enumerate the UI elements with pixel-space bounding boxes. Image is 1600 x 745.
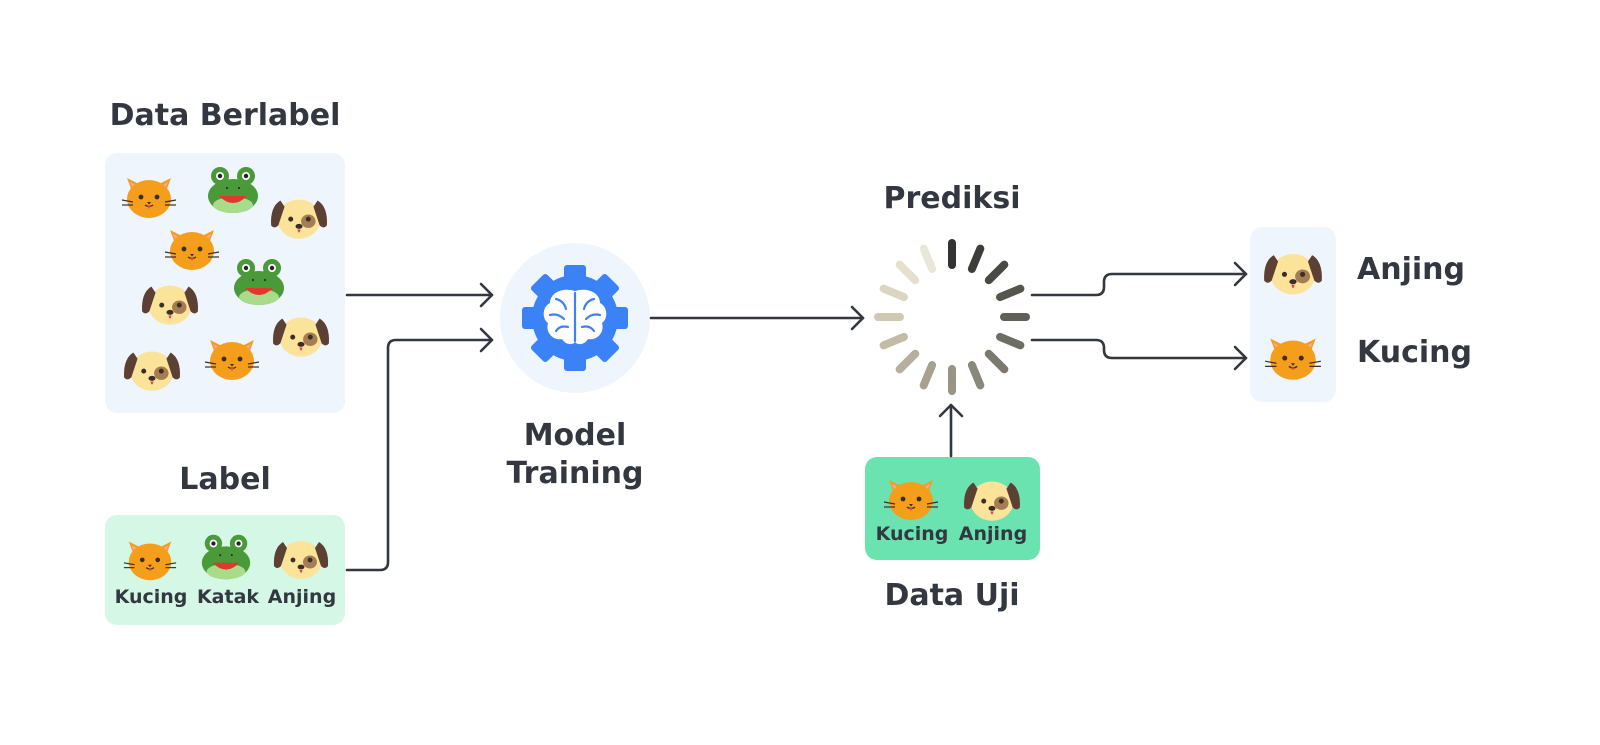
arrow-labeled-to-model — [345, 282, 494, 308]
label-title: Label — [179, 462, 271, 497]
spinner-segment — [996, 332, 1025, 350]
model-title-line2: Training — [506, 456, 644, 491]
spinner-segment — [967, 244, 985, 273]
label-kucing: Kucing — [114, 586, 188, 608]
label-anjing: Anjing — [267, 586, 337, 608]
test-data-title: Data Uji — [884, 578, 1020, 613]
spinner-segment — [895, 260, 920, 285]
arrow-label-to-model — [345, 327, 494, 572]
brain-gear-icon — [500, 243, 650, 393]
spinner-segment — [895, 349, 920, 374]
labeled-data-title: Data Berlabel — [109, 98, 341, 133]
result-kucing: Kucing — [1357, 335, 1472, 370]
arrow-prediction-to-anjing — [1030, 261, 1248, 297]
arrow-model-to-prediction — [649, 305, 865, 331]
spinner-segment — [919, 361, 937, 390]
spinner-segment — [984, 260, 1009, 285]
test-label-anjing: Anjing — [958, 523, 1028, 545]
prediction-title: Prediksi — [883, 181, 1021, 216]
test-label-kucing: Kucing — [875, 523, 949, 545]
arrow-prediction-to-kucing — [1030, 338, 1248, 371]
spinner-segment — [919, 244, 937, 273]
arrow-testdata-to-prediction — [938, 403, 964, 458]
result-anjing: Anjing — [1357, 252, 1465, 287]
spinner-segment — [879, 332, 908, 350]
model-title-line1: Model — [523, 418, 627, 453]
spinner-segment — [984, 349, 1009, 374]
spinner-segment — [967, 361, 985, 390]
spinner-segment — [879, 284, 908, 302]
spinner-segment — [996, 284, 1025, 302]
loading-spinner-icon — [874, 239, 1030, 395]
label-katak: Katak — [196, 586, 260, 608]
